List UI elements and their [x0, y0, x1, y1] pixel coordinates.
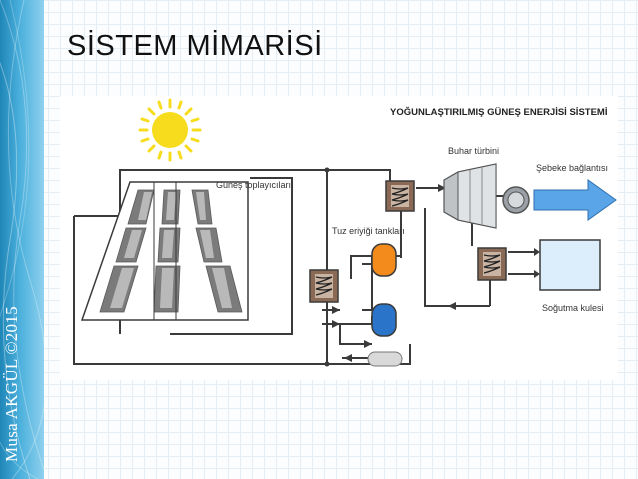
heat-exchanger-top [385, 180, 415, 212]
label-salt-tanks: Tuz eriyiği tankları [332, 226, 405, 236]
watermark-text: Musa AKGÜL ©2015 [2, 306, 21, 462]
label-collectors: Güneş toplayıcıları [216, 180, 291, 190]
sun-icon [138, 98, 202, 162]
label-cooling: Soğutma kulesi [542, 303, 604, 313]
csp-diagram: YOĞUNLAŞTIRILMIŞ GÜNEŞ ENERJİSİ SİSTEMİ [60, 96, 618, 380]
cold-salt-tank [371, 303, 397, 337]
generator-icon [502, 186, 530, 214]
heat-exchanger-salt [309, 269, 339, 303]
solar-collectors [80, 181, 249, 321]
label-turbine: Buhar türbini [448, 146, 499, 156]
flow-arrows [332, 184, 540, 362]
grid-connection-arrow [533, 179, 617, 221]
hot-salt-tank [371, 243, 397, 277]
diagram-heading: YOĞUNLAŞTIRILMIŞ GÜNEŞ ENERJİSİ SİSTEMİ [390, 106, 607, 118]
sidebar-band: Musa AKGÜL ©2015 [0, 0, 44, 479]
sidebar-decoration [0, 0, 44, 479]
cooling-tower [539, 239, 601, 291]
slide-title: SİSTEM MİMARİSİ [67, 30, 323, 62]
steam-turbine-icon [443, 163, 497, 229]
diagram-canvas: YOĞUNLAŞTIRILMIŞ GÜNEŞ ENERJİSİ SİSTEMİ [73, 98, 617, 367]
pump-icon [367, 351, 403, 367]
heat-exchanger-condenser [477, 247, 507, 281]
label-grid: Şebeke bağlantısı [536, 163, 608, 173]
